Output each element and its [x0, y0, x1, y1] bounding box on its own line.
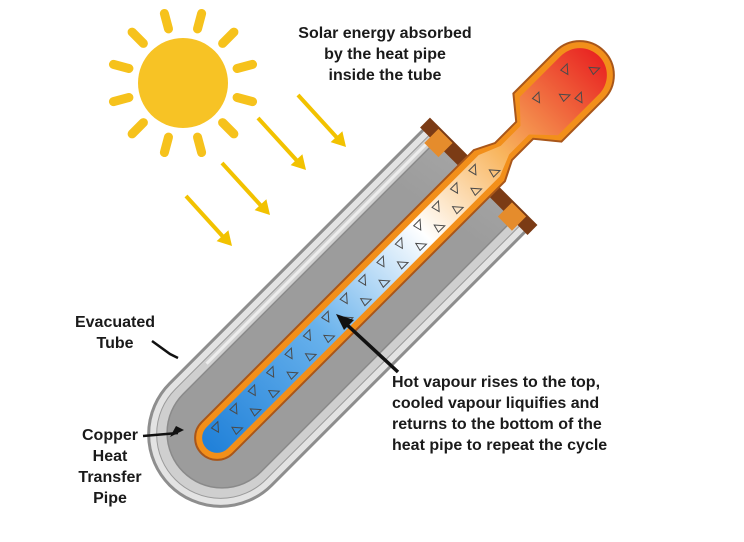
- sun-ray: [192, 132, 207, 158]
- vapour-marks: [210, 62, 601, 436]
- vapour-mark: [265, 365, 275, 378]
- copper-label-line-4: Pipe: [93, 490, 127, 507]
- vapour-mark: [284, 346, 293, 360]
- vapour-mark: [394, 236, 403, 250]
- sun-ray: [108, 59, 134, 74]
- copper-label-line-3: Transfer: [78, 469, 142, 486]
- vapour-mark: [267, 389, 281, 399]
- sun-ray: [108, 92, 134, 107]
- vapour-mark: [574, 90, 583, 104]
- evacuated-tube-label: Evacuated Tube: [70, 312, 160, 354]
- sun-ray: [127, 27, 148, 48]
- copper-label-line-1: Copper: [82, 427, 138, 444]
- vapour-mark: [286, 371, 299, 381]
- vapour-mark: [451, 206, 465, 215]
- vapour-mark: [231, 426, 244, 436]
- vapour-mark: [247, 383, 256, 397]
- vapour-mark: [433, 224, 446, 233]
- copper-heat-pipe: [194, 40, 615, 461]
- vapour-mark: [588, 66, 601, 76]
- vapour-mark: [339, 291, 348, 305]
- vapour-mark: [470, 187, 483, 197]
- cycle-label-line-1: Hot vapour rises to the top,: [392, 374, 601, 391]
- vapour-mark: [559, 62, 569, 76]
- sun-icon: [108, 8, 258, 158]
- evacuated-label-line-1: Evacuated: [74, 314, 156, 331]
- vapour-mark: [320, 310, 330, 323]
- sun-rays: [108, 8, 258, 158]
- sun-ray: [127, 118, 148, 139]
- vapour-mark: [396, 261, 410, 270]
- copper-pipe-label: Copper Heat Transfer Pipe: [60, 425, 160, 509]
- vapour-mark: [359, 298, 373, 307]
- vapour-mark: [249, 408, 263, 417]
- vapour-mark: [378, 279, 391, 289]
- sun-ray: [159, 132, 174, 158]
- vapour-mark: [322, 334, 336, 344]
- vapour-mark: [210, 420, 220, 434]
- sun-ray: [192, 8, 207, 34]
- sunlight-arrow-head: [216, 230, 232, 246]
- sun-ray: [232, 59, 258, 74]
- vapour-mark: [431, 199, 440, 213]
- vapour-mark: [302, 328, 312, 342]
- evacuated-label-line-2: Tube: [96, 335, 134, 352]
- solar-label-line-2: by the heat pipe: [324, 46, 446, 63]
- sunlight-arrow-icon: [256, 116, 302, 166]
- vapour-mark: [488, 169, 502, 178]
- vapour-mark: [531, 90, 541, 104]
- cycle-label-line-3: returns to the bottom of the: [392, 416, 602, 433]
- sunlight-arrow-head: [330, 131, 346, 147]
- cycle-label: Hot vapour rises to the top, cooled vapo…: [392, 372, 692, 456]
- copper-label-line-2: Heat: [92, 448, 128, 465]
- sunlight-arrow-head: [254, 199, 270, 215]
- sunlight-arrow-icon: [184, 194, 228, 242]
- solar-energy-label: Solar energy absorbed by the heat pipe i…: [272, 23, 498, 86]
- sun-disc: [138, 38, 228, 128]
- label-pointers: [142, 314, 400, 438]
- cycle-label-line-2: cooled vapour liquifies and: [392, 395, 600, 412]
- vapour-mark: [558, 93, 572, 103]
- working-fluid: [202, 48, 607, 453]
- sunlight-arrow-icon: [296, 93, 342, 143]
- cycle-pointer-head: [336, 314, 354, 330]
- sun-ray: [232, 92, 258, 107]
- solar-label-line-1: Solar energy absorbed: [298, 25, 472, 42]
- sunlight-arrow-head: [290, 154, 306, 170]
- cycle-pointer: [342, 320, 400, 374]
- vapour-mark: [414, 242, 428, 252]
- vapour-mark: [412, 218, 422, 231]
- sun-ray: [218, 118, 239, 139]
- sunlight-arrow-icon: [220, 161, 266, 211]
- vapour-mark: [376, 255, 385, 268]
- solar-label-line-3: inside the tube: [328, 67, 442, 84]
- cycle-label-line-4: heat pipe to repeat the cycle: [392, 437, 608, 454]
- vapour-mark: [468, 163, 477, 176]
- sunlight-arrows: [184, 93, 346, 246]
- evacuated-tube-pointer: [151, 339, 179, 360]
- vapour-mark: [304, 353, 318, 362]
- vapour-mark: [357, 273, 367, 287]
- vapour-mark: [449, 181, 459, 195]
- sun-ray: [159, 8, 174, 34]
- sun-ray: [218, 27, 239, 48]
- vapour-mark: [229, 402, 238, 415]
